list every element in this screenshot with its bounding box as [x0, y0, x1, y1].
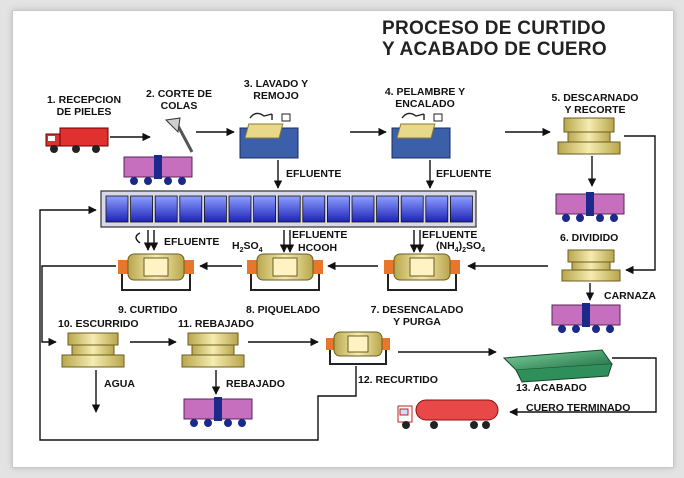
axe-icon [164, 117, 194, 153]
tank-cell [351, 195, 375, 223]
cart-icon [123, 155, 193, 185]
press-machine-icon [561, 249, 621, 282]
cart-icon [551, 303, 621, 333]
diagram-panel [12, 10, 674, 468]
press-machine-icon [557, 117, 621, 155]
wash-pit-icon [391, 112, 451, 159]
efluente-label-7: EFLUENTE [422, 229, 478, 241]
tank-cell [253, 195, 277, 223]
cart-icon [555, 192, 625, 222]
efluente-label-3: EFLUENTE [286, 168, 342, 180]
step-10-label: 10. ESCURRIDO [58, 318, 139, 330]
step-6-label: 6. DIVIDIDO [560, 232, 619, 244]
tank-cell [425, 195, 449, 223]
drum-icon [326, 331, 390, 365]
drum-icon [118, 253, 194, 291]
step-11-label: 11. REBAJADO [178, 318, 254, 330]
step-13-label: 13. ACABADO [516, 382, 587, 394]
tank-cell [400, 195, 424, 223]
efluente-label-8: EFLUENTE [292, 229, 348, 241]
nh4so4-label: (NH4)2SO4 [436, 240, 486, 255]
step-9-label: 9. CURTIDO [118, 304, 178, 316]
tank-cell [326, 195, 350, 223]
tank-cell [179, 195, 203, 223]
h2so4-label: H2SO4 [232, 240, 263, 255]
finishing-table-icon [502, 349, 613, 383]
efluente-label-4: EFLUENTE [436, 168, 492, 180]
tank-cell [277, 195, 301, 223]
tank-cell [228, 195, 252, 223]
tank-cell [105, 195, 129, 223]
effluent-tank-icon [100, 190, 477, 228]
tank-cell [154, 195, 178, 223]
tank-cell [376, 195, 400, 223]
press-machine-icon [181, 332, 245, 368]
wash-pit-icon [239, 112, 299, 159]
tanker-icon [397, 399, 499, 429]
carnaza-label: CARNAZA [604, 290, 656, 302]
title-line2: Y ACABADO DE CUERO [382, 39, 607, 60]
cart-icon [183, 397, 253, 427]
step-8-label: 8. PIQUELADO [246, 304, 321, 316]
tank-cell [449, 195, 473, 223]
step-12-label: 12. RECURTIDO [358, 374, 438, 386]
efluente-label-9: EFLUENTE [164, 236, 220, 248]
flow-arrows [39, 127, 657, 441]
tank-cell [302, 195, 326, 223]
hcooh-label: HCOOH [298, 242, 338, 254]
tank-cell [204, 195, 227, 223]
title-line1: PROCESO DE CURTIDO [382, 18, 606, 39]
drum-icon [384, 253, 460, 291]
drum-icon [247, 253, 323, 291]
cuero-terminado-label: CUERO TERMINADO [526, 402, 631, 414]
rebajado-label: REBAJADO [226, 378, 285, 390]
truck-icon [45, 127, 109, 153]
tank-cell [130, 195, 154, 223]
press-machine-icon [61, 332, 125, 368]
agua-label: AGUA [104, 378, 135, 390]
